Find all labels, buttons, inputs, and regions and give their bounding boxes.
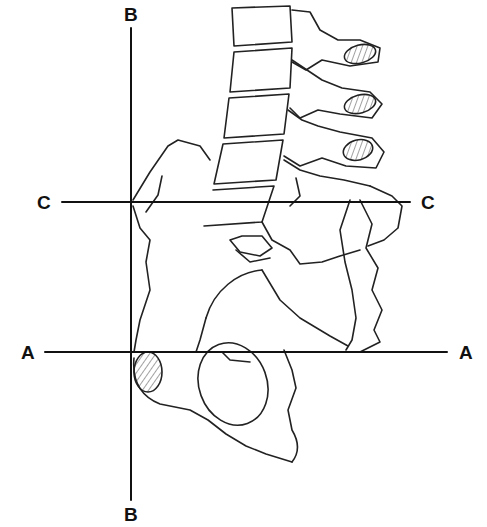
line-letter: C: [421, 193, 435, 212]
line-letter: B: [124, 5, 138, 24]
line-letter: A: [459, 343, 473, 362]
line-letter: C: [37, 193, 51, 212]
line-letter: A: [21, 343, 35, 362]
line-letter: B: [124, 505, 138, 524]
